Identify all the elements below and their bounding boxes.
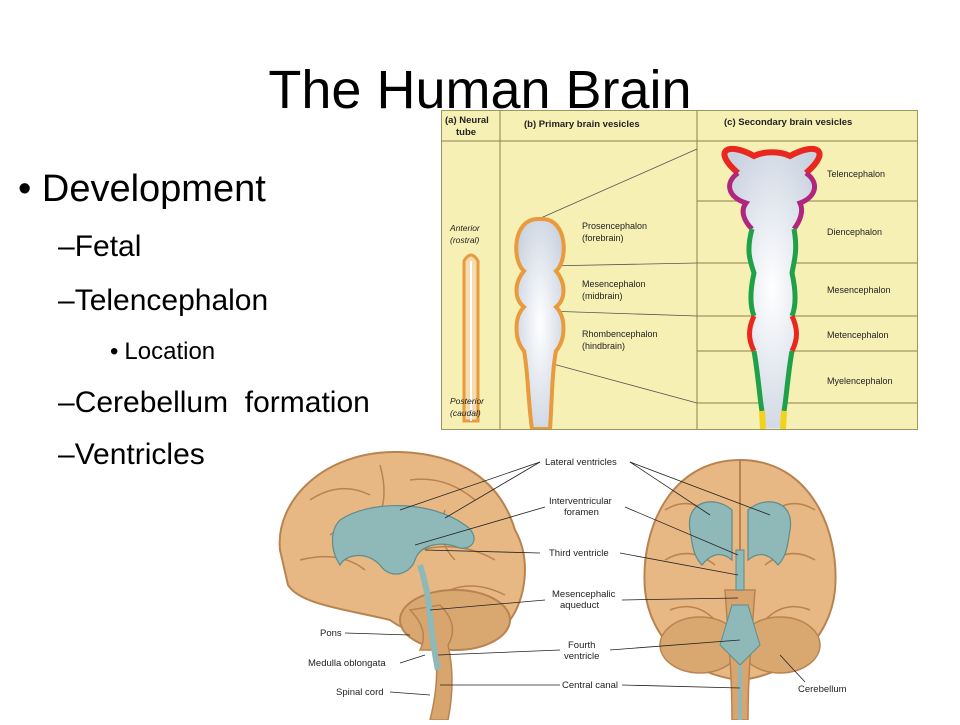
sub-bullet-fetal-text: Fetal: [74, 230, 142, 263]
leader-lines: [344, 461, 806, 696]
label-caudal: (caudal): [450, 408, 481, 418]
label-forebrain: (forebrain): [582, 233, 624, 243]
primary-vesicles-shape: [514, 217, 566, 431]
header-neural-tube: (a) Neural: [445, 115, 489, 126]
brain-vesicle-diagram: (a) Neural tube (b) Primary brain vesicl…: [442, 111, 917, 431]
sub-bullet-fetal: –Fetal: [58, 230, 141, 264]
sub-bullet-cerebellum-formation-text: Cerebellum formation: [74, 386, 370, 419]
label-cerebellum: Cerebellum: [798, 684, 847, 695]
aqueduct-lateral-view: [417, 564, 441, 671]
label-pons: Pons: [320, 628, 342, 639]
connector-line: [533, 148, 698, 222]
dash-marker: –: [58, 230, 75, 263]
third-ventricle-shape: [735, 549, 745, 591]
lateral-view-brain: [278, 450, 526, 721]
label-rhombencephalon: Rhombencephalon: [582, 329, 658, 339]
label-anterior: Anterior: [449, 223, 481, 233]
header-secondary-vesicles: (c) Secondary brain vesicles: [724, 117, 852, 128]
label-central-canal: Central canal: [562, 680, 618, 691]
label-mesencephalon-primary: Mesencephalon: [582, 279, 646, 289]
label-rostral: (rostral): [450, 235, 479, 245]
cerebellum-lateral: [399, 589, 511, 651]
label-spinal-cord: Spinal cord: [336, 687, 384, 698]
connector-line: [545, 262, 698, 267]
label-telencephalon: Telencephalon: [827, 169, 885, 179]
secondary-vesicles-shape: [721, 145, 823, 430]
connector-line: [541, 360, 698, 404]
fourth-ventricle-shape: [719, 604, 761, 666]
bullet-marker: •: [110, 338, 119, 365]
label-prosencephalon: Prosencephalon: [582, 221, 647, 231]
label-interventricular: Interventricular: [549, 496, 612, 507]
sub-bullet-cerebellum-formation: –Cerebellum formation: [58, 386, 370, 420]
label-aqueduct: aqueduct: [560, 600, 599, 611]
brain-vesicle-figure: (a) Neural tube (b) Primary brain vesicl…: [441, 110, 918, 431]
lateral-ventricle-right: [747, 501, 792, 566]
label-foramen: foramen: [564, 507, 599, 518]
sub-bullet-ventricles: –Ventricles: [58, 438, 205, 472]
sub-sub-bullet-location-text: Location: [124, 338, 216, 365]
sub-bullet-ventricles-text: Ventricles: [74, 438, 205, 471]
label-posterior: Posterior: [450, 396, 485, 406]
label-hindbrain: (hindbrain): [582, 341, 625, 351]
bullet-development: • Development: [18, 168, 266, 211]
label-diencephalon: Diencephalon: [827, 227, 882, 237]
header-neural-tube-line2: tube: [456, 127, 476, 138]
lateral-ventricle-left: [688, 501, 733, 566]
frontal-view-brain: [643, 458, 837, 721]
label-lateral-ventricles: Lateral ventricles: [545, 457, 617, 468]
label-fourth: Fourth: [568, 640, 595, 651]
sub-sub-bullet-location: •Location: [110, 338, 215, 366]
brain-ventricles-diagram: Lateral ventricles Interventricular fora…: [278, 450, 847, 721]
label-ventricle: ventricle: [564, 651, 599, 662]
brain-ventricles-figure: Lateral ventricles Interventricular fora…: [270, 440, 960, 721]
label-midbrain: (midbrain): [582, 291, 623, 301]
dash-marker: –: [58, 386, 75, 419]
header-primary-vesicles: (b) Primary brain vesicles: [524, 119, 640, 130]
label-myelencephalon: Myelencephalon: [827, 376, 893, 386]
label-metencephalon: Metencephalon: [827, 330, 889, 340]
label-mesencephalic: Mesencephalic: [552, 589, 616, 600]
connector-line: [545, 310, 698, 317]
sub-bullet-telencephalon: –Telencephalon: [58, 284, 268, 318]
label-medulla: Medulla oblongata: [308, 658, 386, 669]
label-third-ventricle: Third ventricle: [549, 548, 609, 559]
bullet-marker: •: [18, 168, 42, 210]
sub-bullet-telencephalon-text: Telencephalon: [74, 284, 269, 317]
label-mesencephalon-secondary: Mesencephalon: [827, 285, 891, 295]
dash-marker: –: [58, 284, 75, 317]
lateral-ventricle-lateral-view: [331, 505, 475, 575]
dash-marker: –: [58, 438, 75, 471]
bullet-development-text: Development: [41, 168, 266, 210]
